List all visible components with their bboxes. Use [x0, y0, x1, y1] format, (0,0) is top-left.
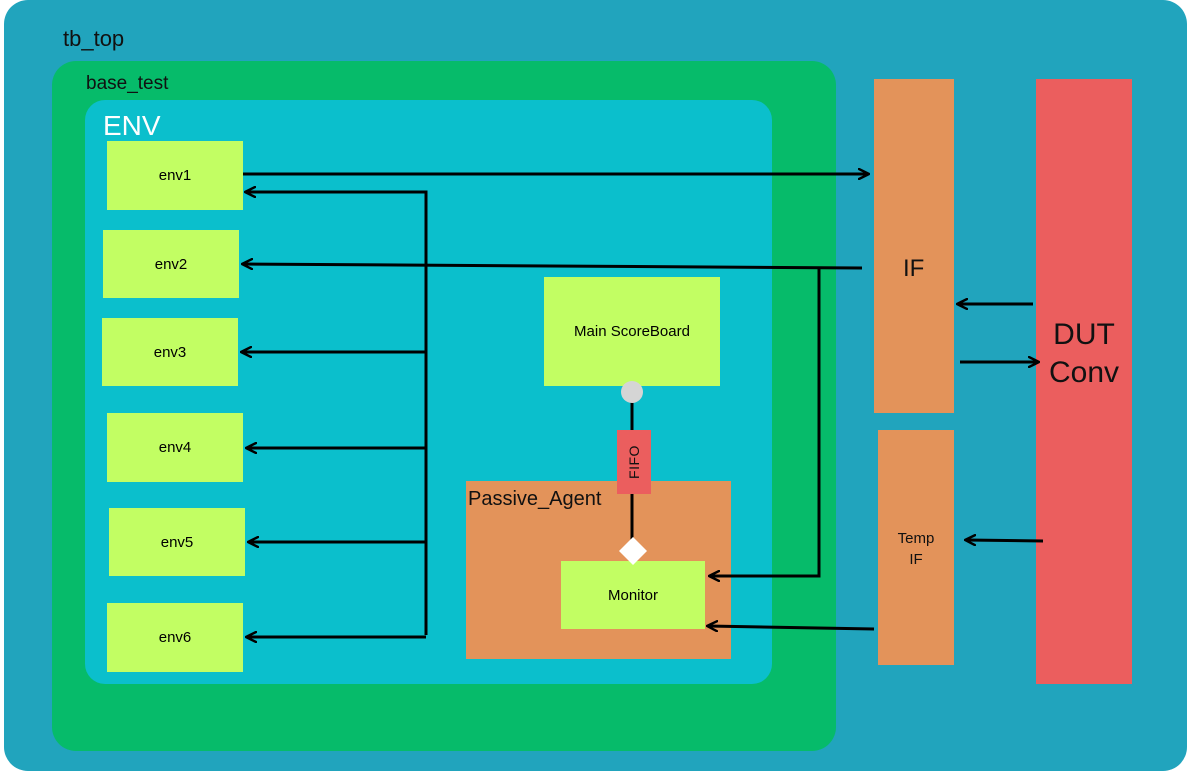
- env3-block: env3: [102, 318, 238, 386]
- fifo-block: FIFO: [617, 430, 651, 494]
- if-label: IF: [903, 255, 925, 282]
- tb-top-label: tb_top: [63, 26, 125, 51]
- env6-label: env6: [158, 629, 192, 646]
- temp-if-line2: IF: [909, 551, 923, 568]
- env1-block: env1: [107, 141, 243, 210]
- temp-if-block: [878, 430, 954, 665]
- dut-line1: DUT: [1053, 318, 1115, 351]
- env5-label: env5: [160, 533, 194, 551]
- main-scoreboard-block: Main ScoreBoard: [544, 277, 720, 386]
- env4-block: env4: [107, 413, 243, 482]
- temp-if-label: Temp IF: [878, 528, 954, 570]
- env2-block: env2: [103, 230, 239, 298]
- main-scoreboard-label: Main ScoreBoard: [574, 323, 690, 340]
- dut-block: [1036, 79, 1132, 684]
- env1-label: env1: [158, 167, 192, 184]
- env4-label: env4: [158, 439, 192, 456]
- env2-label: env2: [154, 255, 188, 273]
- env5-block: env5: [109, 508, 245, 576]
- env6-block: env6: [107, 603, 243, 672]
- temp-if-line1: Temp: [897, 530, 935, 547]
- env3-label: env3: [153, 343, 187, 361]
- env-label: ENV: [103, 110, 161, 141]
- monitor-block: Monitor: [561, 561, 705, 629]
- monitor-label: Monitor: [607, 586, 659, 604]
- if-block: [874, 79, 954, 413]
- dut-label: DUT Conv: [1036, 316, 1132, 392]
- fifo-label: FIFO: [625, 445, 642, 479]
- passive-agent-label: Passive_Agent: [468, 488, 602, 510]
- base-test-label: base_test: [86, 73, 169, 94]
- dut-line2: Conv: [1048, 356, 1120, 389]
